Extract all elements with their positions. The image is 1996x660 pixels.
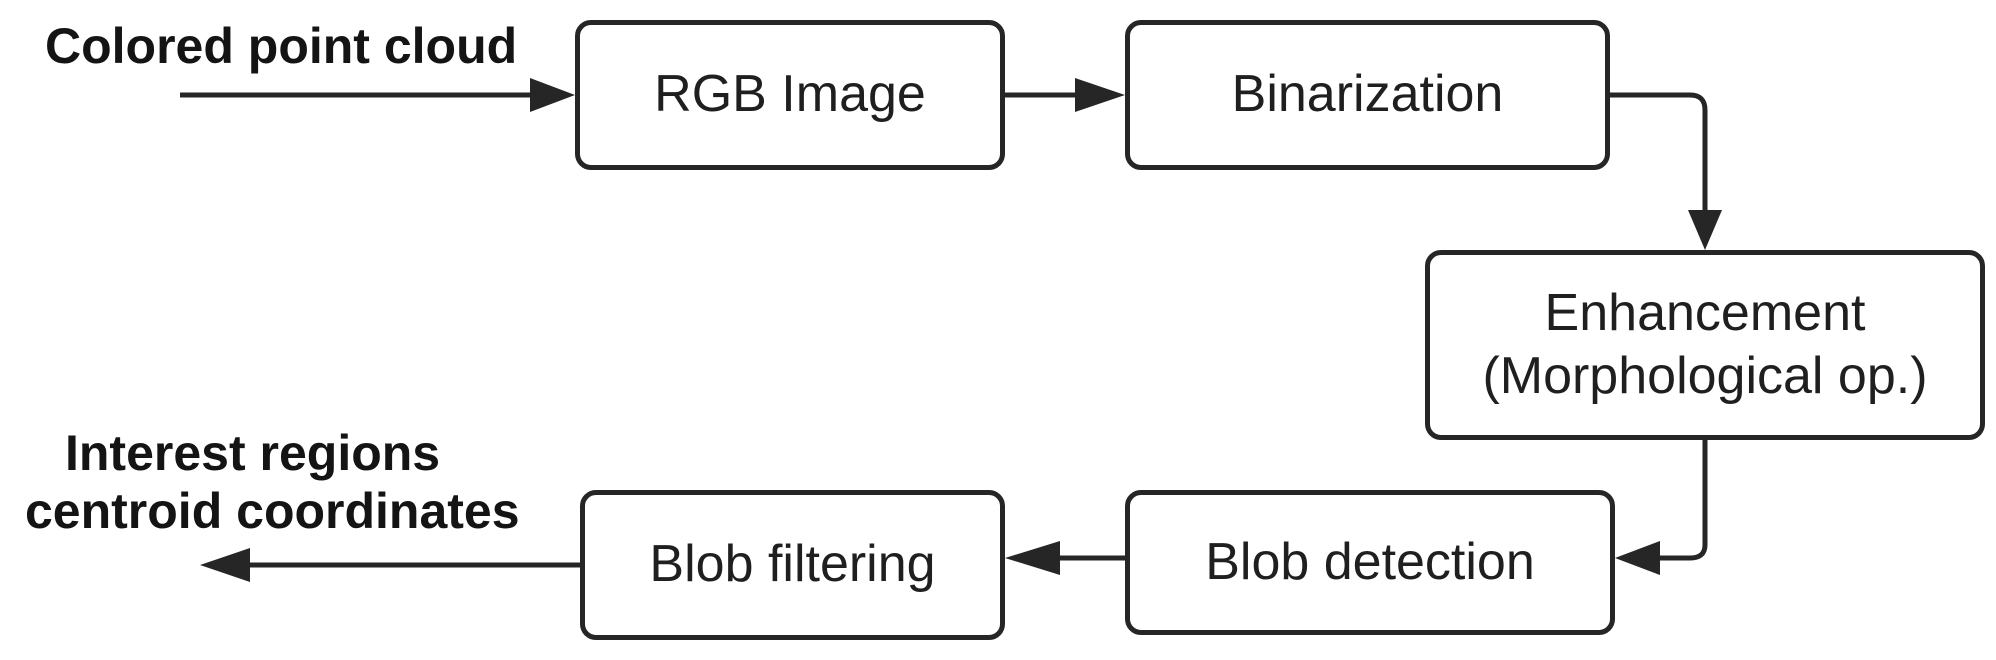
arrowhead-blob-detection-to-blob-filtering [1005, 541, 1060, 575]
node-enhancement: Enhancement (Morphological op.) [1425, 250, 1985, 440]
node-rgb-image: RGB Image [575, 20, 1005, 170]
node-enhancement-label-line-1: Enhancement [1544, 283, 1866, 342]
arrowhead-binarization-to-enhancement [1688, 210, 1722, 250]
node-blob-detection: Blob detection [1125, 490, 1615, 635]
edge-enhancement-to-blob-detection [1660, 440, 1708, 561]
edge-binarization-to-enhancement [1610, 92, 1708, 210]
arrowhead-blob-filtering-to-output [200, 548, 250, 582]
node-binarization-label: Binarization [1231, 65, 1504, 124]
input-label-text: Colored point cloud [45, 18, 518, 74]
node-rgb-image-label: RGB Image [654, 65, 926, 124]
node-enhancement-label-line-2: (Morphological op.) [1482, 347, 1928, 405]
node-blob-filtering-label: Blob filtering [649, 535, 936, 594]
node-blob-filtering: Blob filtering [580, 490, 1005, 640]
node-binarization: Binarization [1125, 20, 1610, 170]
output-label: Interest regions centroid coordinates [25, 425, 520, 540]
node-blob-detection-label: Blob detection [1205, 532, 1535, 591]
output-label-line-1: Interest regions [65, 425, 441, 481]
arrowhead-input-to-rgb [530, 78, 575, 112]
input-label: Colored point cloud [45, 18, 517, 76]
output-label-line-2: centroid coordinates [25, 482, 520, 539]
arrowhead-rgb-to-binarization [1075, 78, 1125, 112]
arrowhead-enhancement-to-blob-detection [1615, 541, 1660, 575]
